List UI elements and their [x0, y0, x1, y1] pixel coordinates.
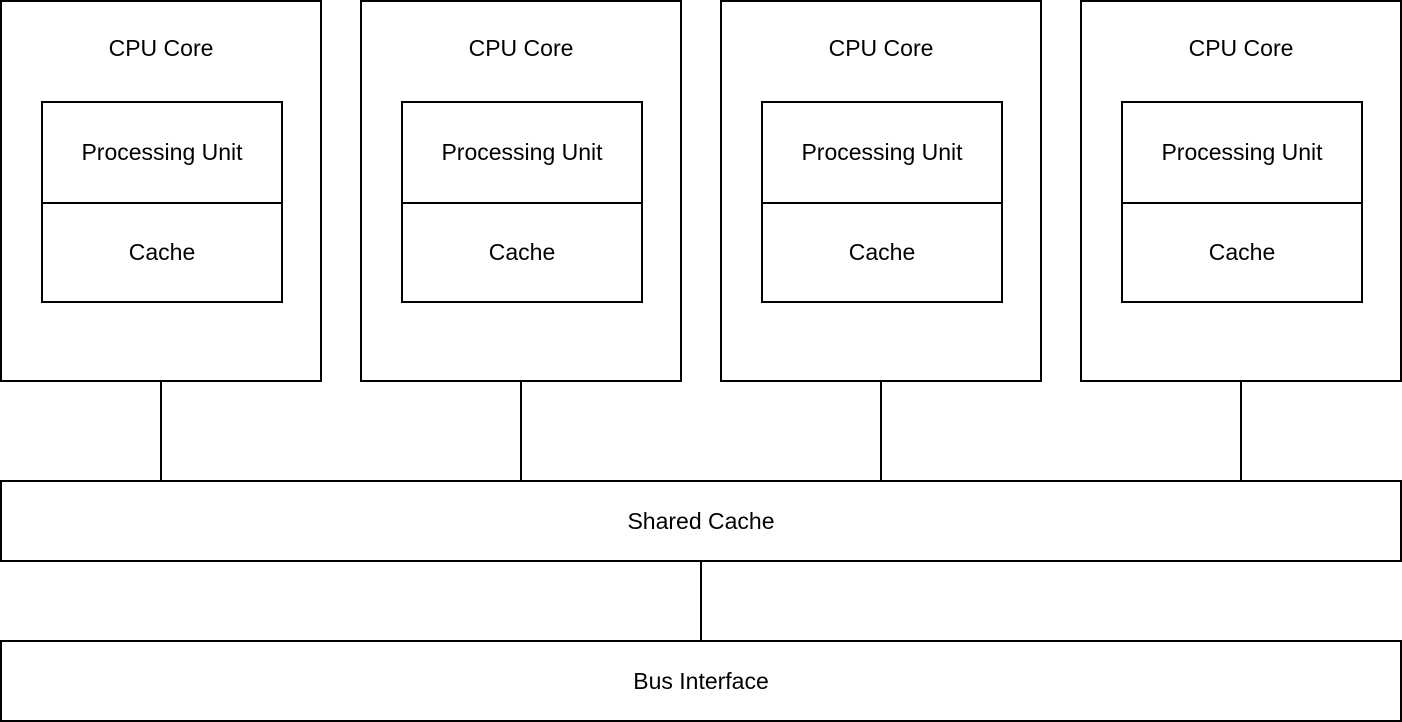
shared-cache-label: Shared Cache [627, 507, 775, 534]
core-components: Processing Unit Cache [761, 101, 1003, 303]
cpu-core-2: CPU Core Processing Unit Cache [360, 0, 682, 382]
cpu-core-4: CPU Core Processing Unit Cache [1080, 0, 1402, 382]
cpu-core-title: CPU Core [1188, 35, 1294, 61]
core-components: Processing Unit Cache [401, 101, 643, 303]
core-components: Processing Unit Cache [41, 101, 283, 303]
cpu-core-title: CPU Core [468, 35, 574, 61]
core-cache: Cache [1208, 238, 1276, 265]
core-cache: Cache [488, 238, 556, 265]
cpu-core-1: CPU Core Processing Unit Cache [0, 0, 322, 382]
connector-core-4-to-shared-cache [1240, 381, 1242, 482]
processing-unit: Processing Unit [1123, 103, 1361, 204]
connector-core-2-to-shared-cache [520, 381, 522, 482]
core-cache: Cache [848, 238, 916, 265]
core-cache: Cache [128, 238, 196, 265]
connector-core-3-to-shared-cache [880, 381, 882, 482]
shared-cache: Shared Cache [0, 480, 1402, 562]
processing-unit: Processing Unit [763, 103, 1001, 204]
cpu-core-3: CPU Core Processing Unit Cache [720, 0, 1042, 382]
bus-interface-label: Bus Interface [633, 667, 769, 694]
processing-unit: Processing Unit [43, 103, 281, 204]
connector-core-1-to-shared-cache [160, 381, 162, 482]
connector-shared-cache-to-bus [700, 561, 702, 642]
cpu-core-title: CPU Core [828, 35, 934, 61]
processing-unit: Processing Unit [403, 103, 641, 204]
core-components: Processing Unit Cache [1121, 101, 1363, 303]
cpu-core-title: CPU Core [108, 35, 214, 61]
bus-interface: Bus Interface [0, 640, 1402, 722]
